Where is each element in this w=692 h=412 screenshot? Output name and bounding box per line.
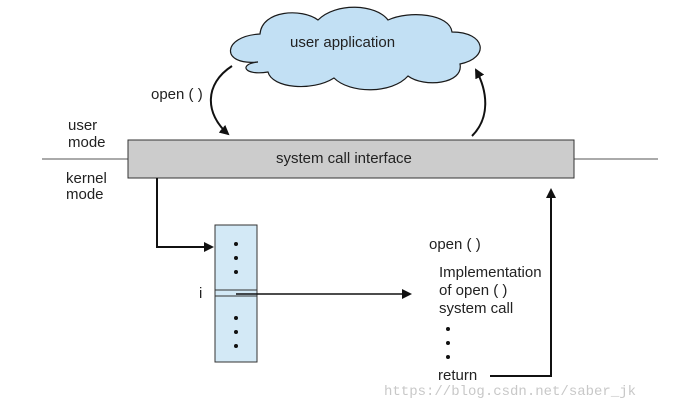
implementation-line-3: system call: [439, 300, 514, 317]
user-mode-label-line2: mode: [68, 134, 106, 151]
open-call-arrow: [209, 65, 233, 136]
table-index-label: i: [199, 285, 203, 302]
interface-to-table-arrow: [156, 178, 214, 252]
return-to-user-arrow: [471, 68, 487, 137]
cloud-label: user application: [290, 34, 396, 51]
implementation-line-2: of open ( ): [439, 282, 508, 299]
table-lower-dots: [234, 316, 238, 358]
return-label: return: [438, 367, 478, 384]
implementation-line-1: Implementation: [439, 264, 542, 281]
system-call-interface-bar: [127, 139, 575, 179]
watermark-text: https://blog.csdn.net/saber_jk: [384, 384, 637, 400]
implementation-dots: [446, 327, 450, 369]
open-call-label: open ( ): [151, 86, 203, 103]
kernel-mode-label-line1: kernel: [66, 170, 107, 187]
kernel-mode-label-line2: mode: [66, 186, 104, 203]
user-mode-label-line1: user: [68, 117, 98, 134]
table-upper-dots: [234, 242, 238, 284]
interface-label: system call interface: [276, 150, 412, 167]
return-path-arrow: [490, 188, 556, 377]
implementation-header: open ( ): [429, 236, 481, 253]
user-application-cloud: [230, 6, 481, 91]
table-entry-i: [214, 289, 258, 297]
